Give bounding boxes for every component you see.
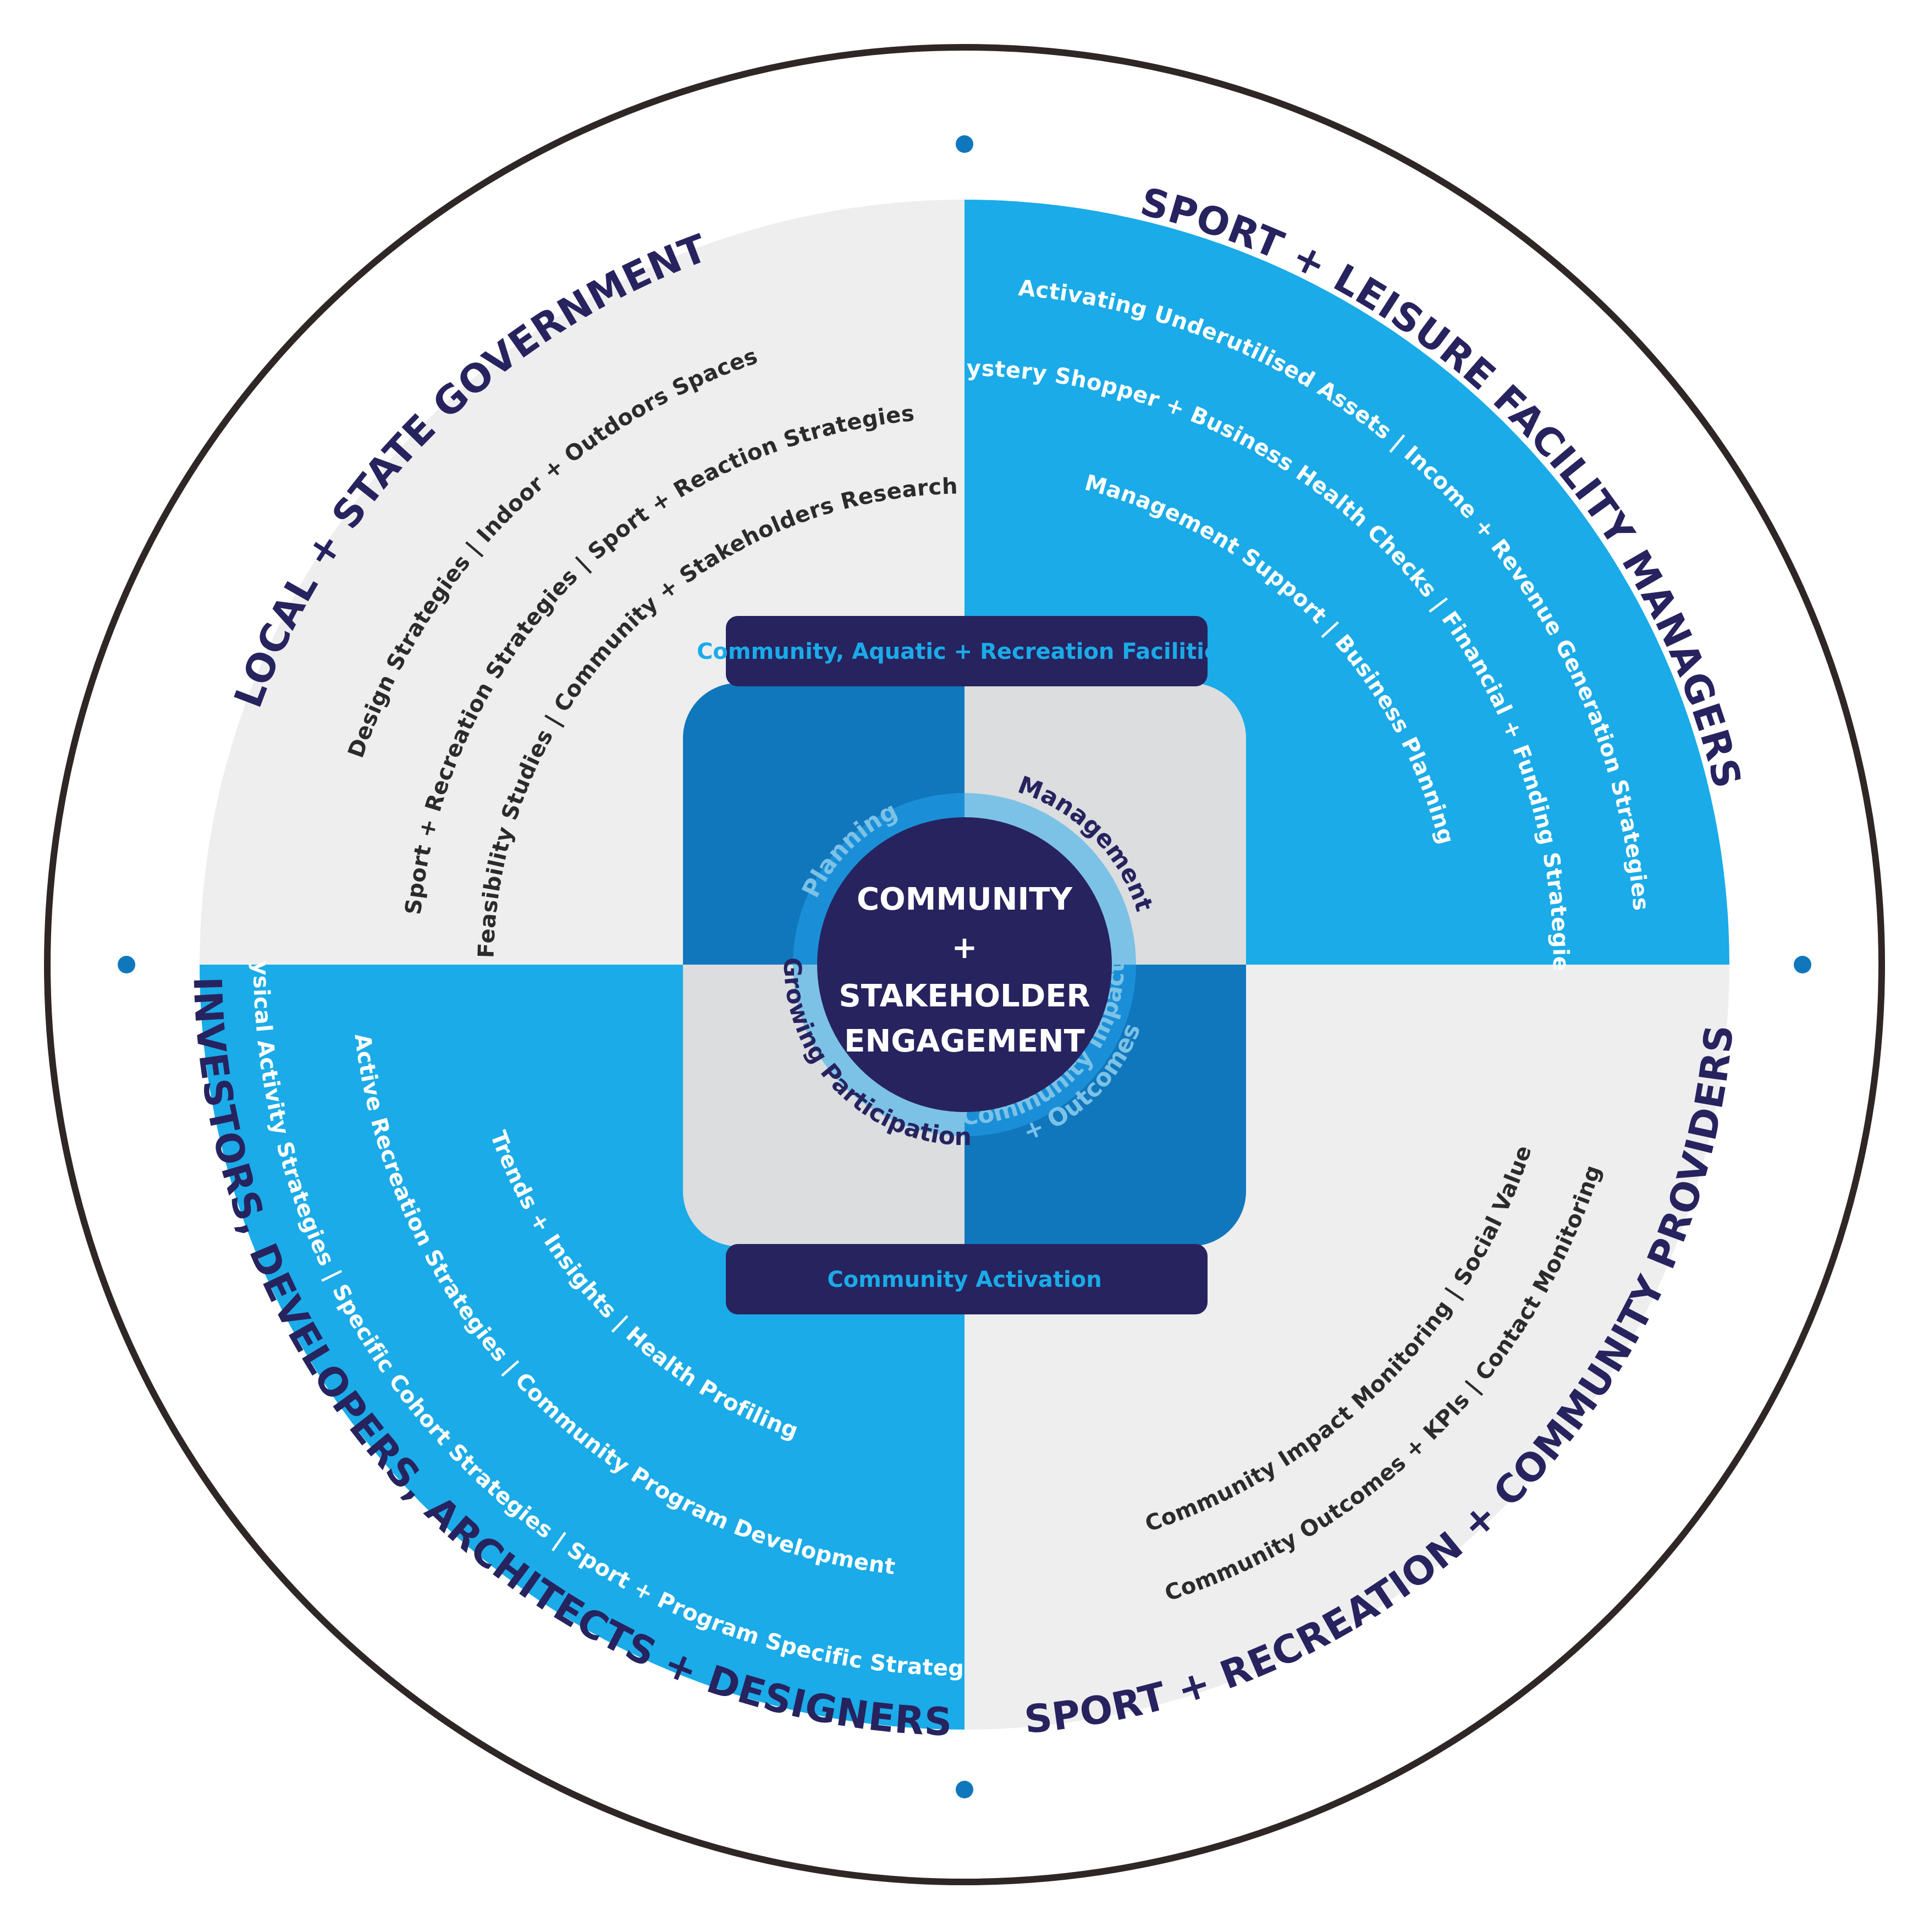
top-dot bbox=[956, 135, 973, 153]
top-bar-label: Community, Aquatic + Recreation Faciliti… bbox=[697, 639, 1232, 664]
bottom-bar-label: Community Activation bbox=[827, 1267, 1101, 1292]
hub-line-2: + bbox=[952, 930, 978, 966]
top-bar bbox=[726, 616, 1208, 686]
right-dot bbox=[1794, 956, 1811, 973]
hub-line-1: COMMUNITY bbox=[857, 882, 1073, 917]
bottom-dot bbox=[956, 1781, 973, 1798]
hub-circle bbox=[817, 817, 1112, 1112]
left-dot bbox=[118, 956, 135, 973]
bottom-bar bbox=[726, 1244, 1208, 1314]
hub-line-4: ENGAGEMENT bbox=[844, 1023, 1085, 1059]
hub-line-3: STAKEHOLDER bbox=[839, 978, 1090, 1014]
